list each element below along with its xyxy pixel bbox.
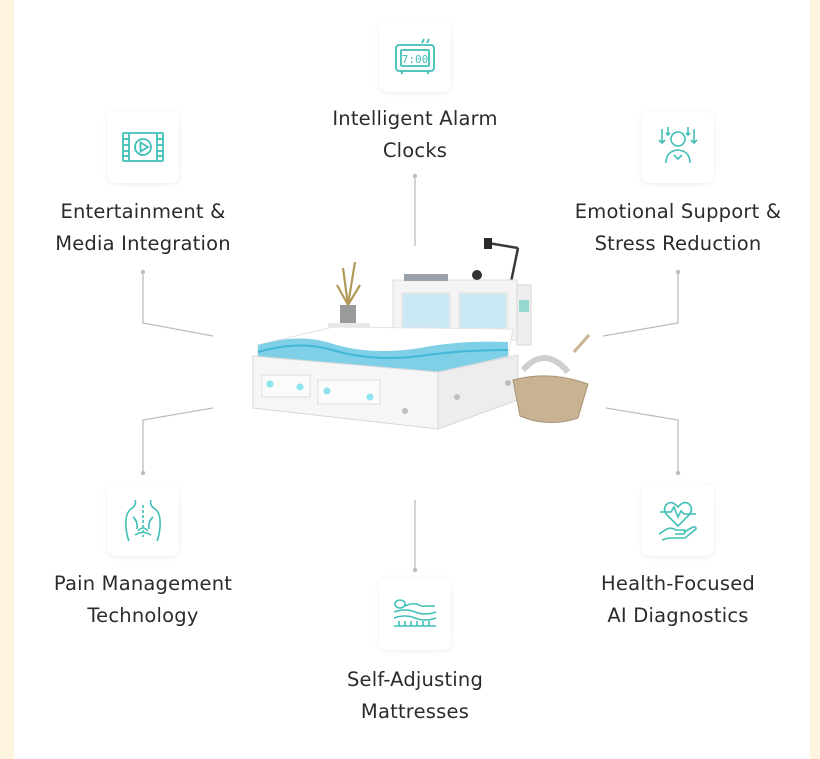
- heart-in-hand-icon: [658, 501, 697, 541]
- mattress-label-line1: Self-Adjusting: [346, 668, 484, 691]
- emotional-feature-tile: [642, 111, 714, 183]
- back-spine-icon: [125, 499, 161, 542]
- mattress-feature-tile: [379, 578, 451, 650]
- mattress-label-line2: Mattresses: [360, 700, 470, 723]
- pain-label-line1: Pain Management: [53, 572, 233, 595]
- entertainment-label-line1: Entertainment &: [60, 200, 226, 223]
- emotional-feature-label: Emotional Support & Stress Reduction: [546, 196, 810, 260]
- media-player-icon: [122, 132, 164, 162]
- connector-health: [605, 407, 679, 473]
- lamp: [487, 241, 520, 283]
- stress-relief-icon: [658, 127, 698, 164]
- health-label-line2: AI Diagnostics: [607, 604, 749, 627]
- emotional-label-line1: Emotional Support &: [574, 200, 782, 223]
- health-feature-label: Health-Focused AI Diagnostics: [555, 568, 801, 632]
- connector-entertainment: [142, 272, 214, 337]
- adjustable-mattress-icon: [393, 599, 437, 627]
- connector-pain: [142, 407, 214, 473]
- entertainment-feature-tile: [107, 111, 179, 183]
- alarm-label-line2: Clocks: [382, 139, 448, 162]
- emotional-label-line2: Stress Reduction: [594, 232, 762, 255]
- pain-feature-label: Pain Management Technology: [22, 568, 264, 632]
- entertainment-feature-label: Entertainment & Media Integration: [22, 196, 264, 260]
- health-label-line1: Health-Focused: [601, 572, 755, 595]
- alarm-feature-label: Intelligent Alarm Clocks: [300, 103, 530, 167]
- alarm-clock-icon: 7:00: [395, 38, 435, 74]
- pain-label-line2: Technology: [87, 604, 199, 627]
- alarm-label-line1: Intelligent Alarm: [332, 107, 498, 130]
- entertainment-label-line2: Media Integration: [55, 232, 231, 255]
- clock-display-text: 7:00: [402, 53, 429, 66]
- health-feature-tile: [642, 484, 714, 556]
- pain-feature-tile: [107, 484, 179, 556]
- alarm-feature-tile: 7:00: [379, 20, 451, 92]
- mattress-feature-label: Self-Adjusting Mattresses: [300, 664, 530, 728]
- connector-emotional: [602, 272, 679, 337]
